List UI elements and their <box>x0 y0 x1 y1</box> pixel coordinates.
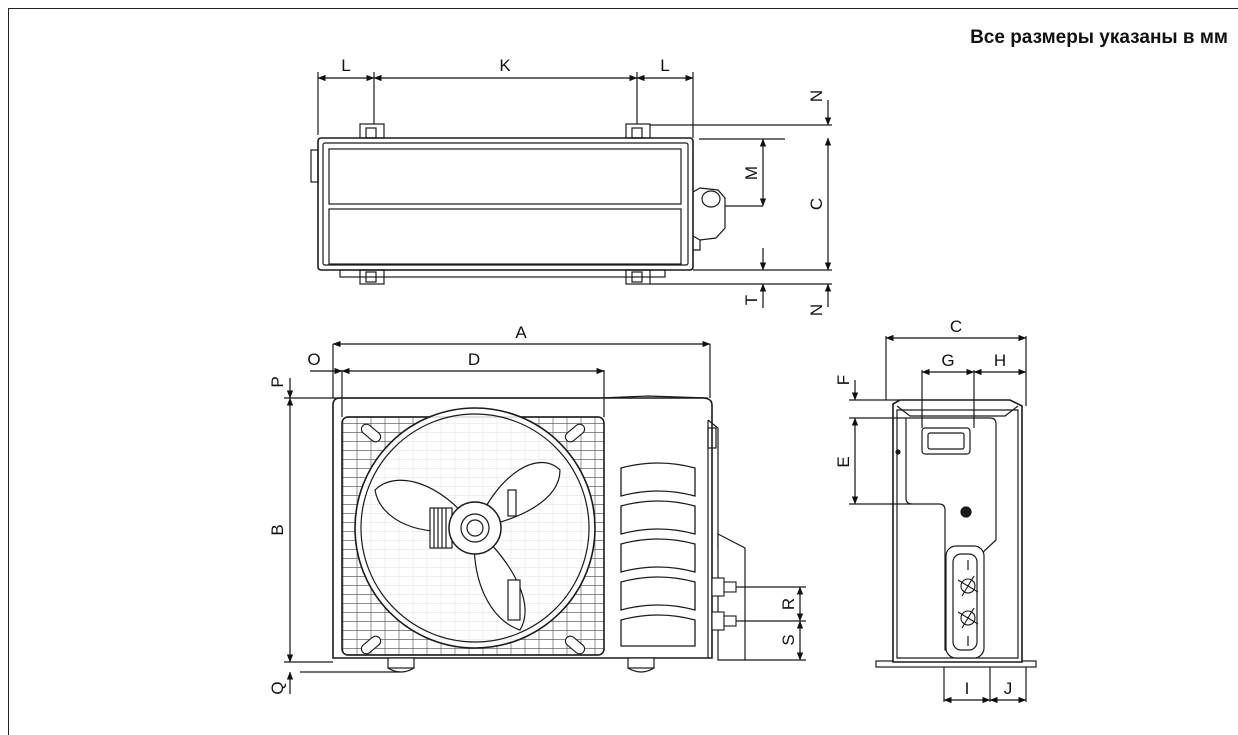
label-N-bottom: N <box>807 304 826 316</box>
label-T: T <box>742 295 761 305</box>
label-Q: Q <box>268 681 287 694</box>
side-view <box>849 336 1037 702</box>
label-M: M <box>742 166 761 180</box>
label-A: A <box>515 323 527 342</box>
label-N-top: N <box>807 90 826 102</box>
label-P: P <box>268 376 287 387</box>
top-view <box>310 72 832 285</box>
label-K: K <box>499 56 511 75</box>
label-J: J <box>1004 679 1013 698</box>
label-F: F <box>834 375 853 385</box>
label-L-right: L <box>660 56 669 75</box>
label-E: E <box>834 456 853 467</box>
front-view <box>284 344 806 673</box>
drawing-frame <box>8 8 1238 735</box>
dimension-labels: L K L N C N M T A D O P B Q R S C G H F … <box>268 56 1012 698</box>
label-D: D <box>468 350 480 369</box>
label-O: O <box>307 350 320 369</box>
label-C-side: C <box>950 317 962 336</box>
label-G: G <box>941 351 954 370</box>
label-I: I <box>965 679 970 698</box>
label-S: S <box>779 634 798 645</box>
label-C-top: C <box>807 198 826 210</box>
label-B: B <box>268 524 287 535</box>
units-caption: Все размеры указаны в мм <box>970 27 1228 48</box>
label-L-left: L <box>341 56 350 75</box>
label-H: H <box>994 351 1006 370</box>
label-R: R <box>779 598 798 610</box>
